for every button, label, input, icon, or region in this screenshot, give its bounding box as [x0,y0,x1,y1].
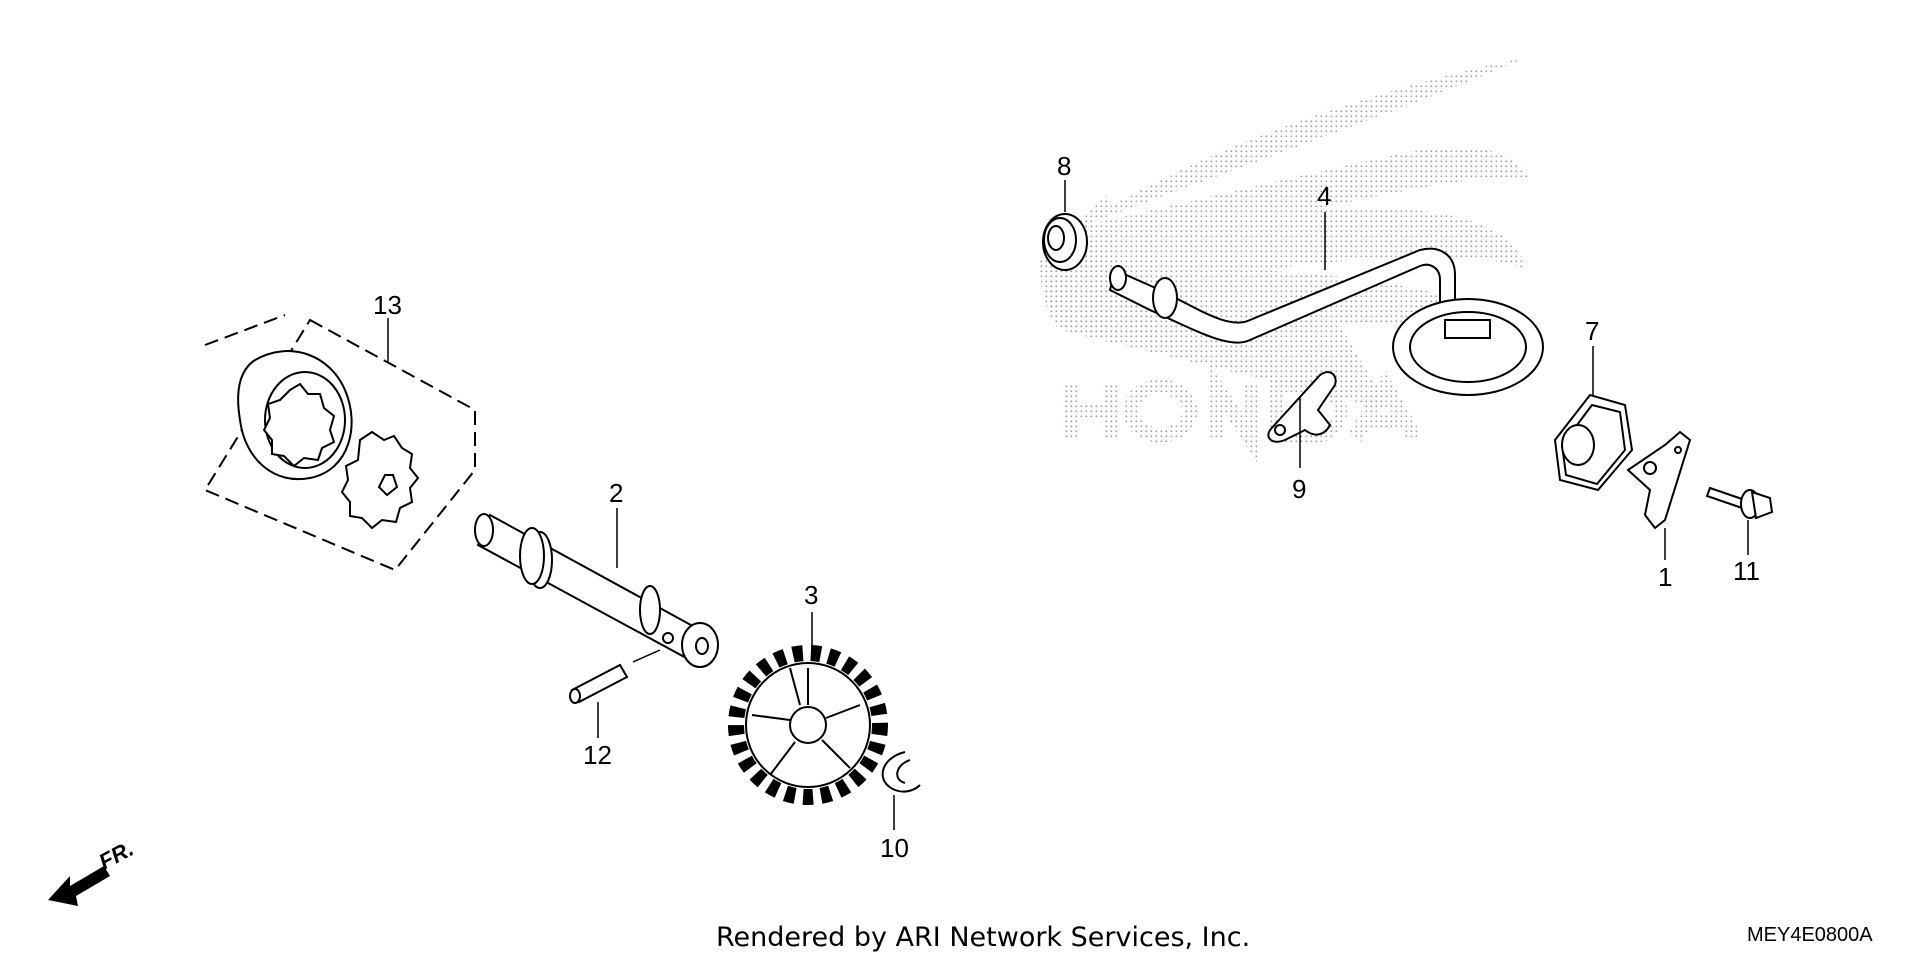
label-part-7: 7 [1585,316,1599,346]
strainer-bracket [1626,430,1692,530]
diagram-code: MEY4E0800A [1747,924,1873,946]
leader-lines [387,180,1749,830]
rotor-set-assembly [203,314,476,572]
oil-strainer [1108,247,1544,396]
circlip [881,751,921,793]
part-labels: 13 2 3 4 7 8 9 10 1 11 12 [373,151,1760,863]
label-part-2: 2 [609,478,623,508]
pump-shaft [474,513,719,668]
label-part-10: 10 [880,833,909,863]
flange-bolt [1705,486,1774,520]
label-part-8: 8 [1057,151,1071,181]
label-part-13: 13 [373,290,402,320]
strainer-seal [1553,393,1634,492]
label-part-3: 3 [804,580,818,610]
label-part-4: 4 [1317,181,1331,211]
dowel-pin [569,663,629,704]
honda-watermark-letters [1062,360,1422,463]
label-part-12: 12 [583,740,612,770]
label-part-1: 1 [1658,562,1672,592]
strainer-clip [1267,371,1337,443]
label-part-11: 11 [1733,556,1760,586]
front-direction-arrow: FR. [48,836,138,906]
footer-credit: Rendered by ARI Network Services, Inc. [716,922,1251,953]
label-part-9: 9 [1292,474,1306,504]
pump-sprocket [728,645,888,805]
grommet [1042,213,1088,271]
